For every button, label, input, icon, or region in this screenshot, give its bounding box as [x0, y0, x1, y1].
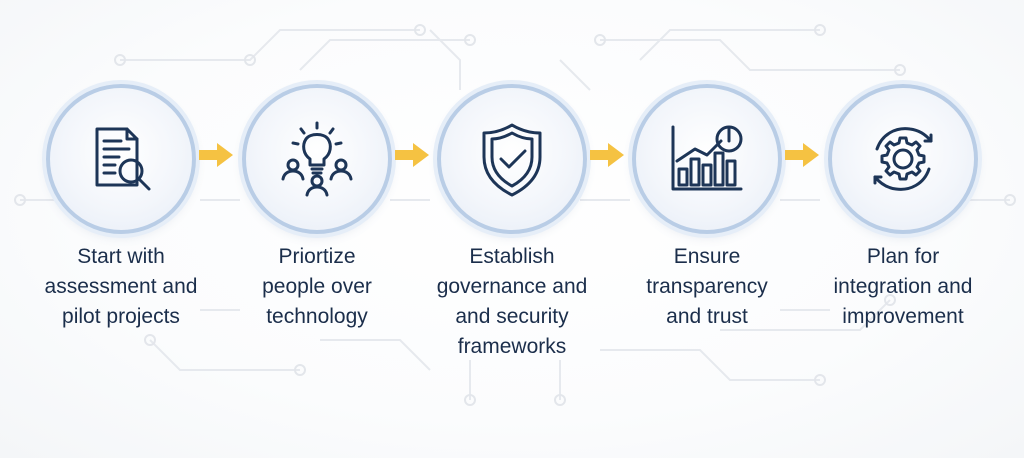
step-circle [242, 84, 392, 234]
arrow-right-icon [199, 143, 233, 167]
arrow-right-icon [395, 143, 429, 167]
step-transparency: Ensure transparency and trust [632, 84, 782, 384]
step-assessment: Start with assessment and pilot projects [45, 84, 197, 384]
arrow-right-icon [590, 143, 624, 167]
shield-check-icon [482, 123, 542, 197]
arrow-right-icon [785, 143, 819, 167]
step-circle [46, 84, 196, 234]
step-label: Plan for integration and improvement [833, 245, 973, 328]
step-integration: Plan for integration and improvement [828, 84, 978, 384]
document-magnifier-icon [95, 127, 151, 191]
step-label: Ensure transparency and trust [646, 245, 768, 328]
step-people: Priortize people over technology [242, 84, 392, 384]
step-circle [828, 84, 978, 234]
step-label: Priortize people over technology [262, 245, 372, 328]
lightbulb-people-icon [281, 121, 353, 197]
step-label: Start with assessment and pilot projects [44, 245, 198, 328]
step-circle [632, 84, 782, 234]
bar-chart-eye-icon [671, 125, 743, 191]
step-governance: Establish governance and and security fr… [437, 84, 587, 384]
step-circle [437, 84, 587, 234]
gear-cycle-icon [873, 127, 933, 191]
step-label: Establish governance and and security fr… [436, 245, 588, 358]
